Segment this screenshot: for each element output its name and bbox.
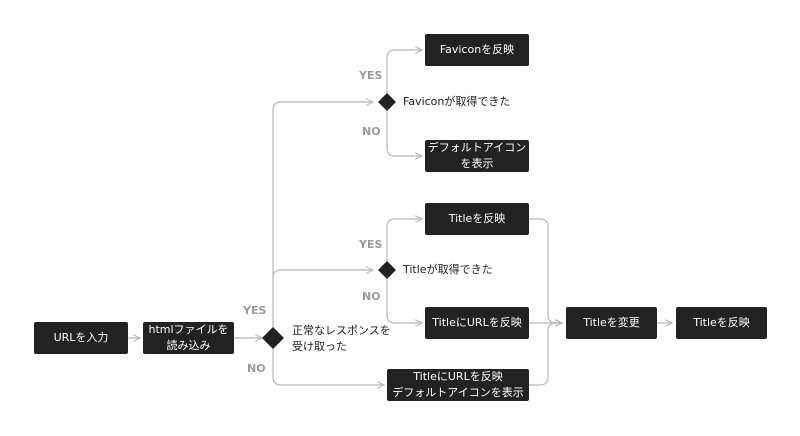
node-title-change: Titleを変更 <box>566 307 657 339</box>
edge-favicon-yes <box>386 50 422 93</box>
branch-yes-title: YES <box>359 238 383 251</box>
branch-yes-favicon: YES <box>359 69 383 82</box>
branch-no-title: NO <box>362 290 381 303</box>
decision-favicon-label: Faviconが取得できた <box>403 95 511 108</box>
edge-response-no <box>272 349 384 385</box>
edge-response-yes-title <box>272 270 373 279</box>
decision-title-label: Titleが取得できた <box>403 263 493 276</box>
decision-response-label: 正常なレスポンスを 受け取った <box>292 324 391 353</box>
node-default-icon: デフォルトアイコン を表示 <box>425 140 529 172</box>
node-url-input: URLを入力 <box>34 322 128 354</box>
node-title-apply-final: Titleを反映 <box>676 307 767 339</box>
node-favicon-apply: Faviconを反映 <box>425 34 529 66</box>
edge-title-no <box>386 279 422 323</box>
branch-no-favicon: NO <box>362 125 381 138</box>
branch-no-response: NO <box>247 362 266 375</box>
decision-response-diamond <box>262 327 284 349</box>
decision-favicon-diamond <box>378 93 396 111</box>
node-load-html: htmlファイルを 読み込み <box>143 322 234 354</box>
edge-title-yes <box>386 219 422 261</box>
node-title-apply: Titleを反映 <box>425 203 529 235</box>
node-title-url-apply: TitleにURLを反映 <box>425 307 529 339</box>
branch-yes-response: YES <box>243 304 267 317</box>
edge-fallback-merge <box>529 323 562 386</box>
node-title-url-default: TitleにURLを反映 デフォルトアイコンを表示 <box>387 369 529 401</box>
decision-title-diamond <box>378 261 396 279</box>
edge-title-apply-merge <box>529 218 562 323</box>
edge-favicon-no <box>386 111 422 156</box>
edge-response-yes-favicon <box>272 102 373 327</box>
